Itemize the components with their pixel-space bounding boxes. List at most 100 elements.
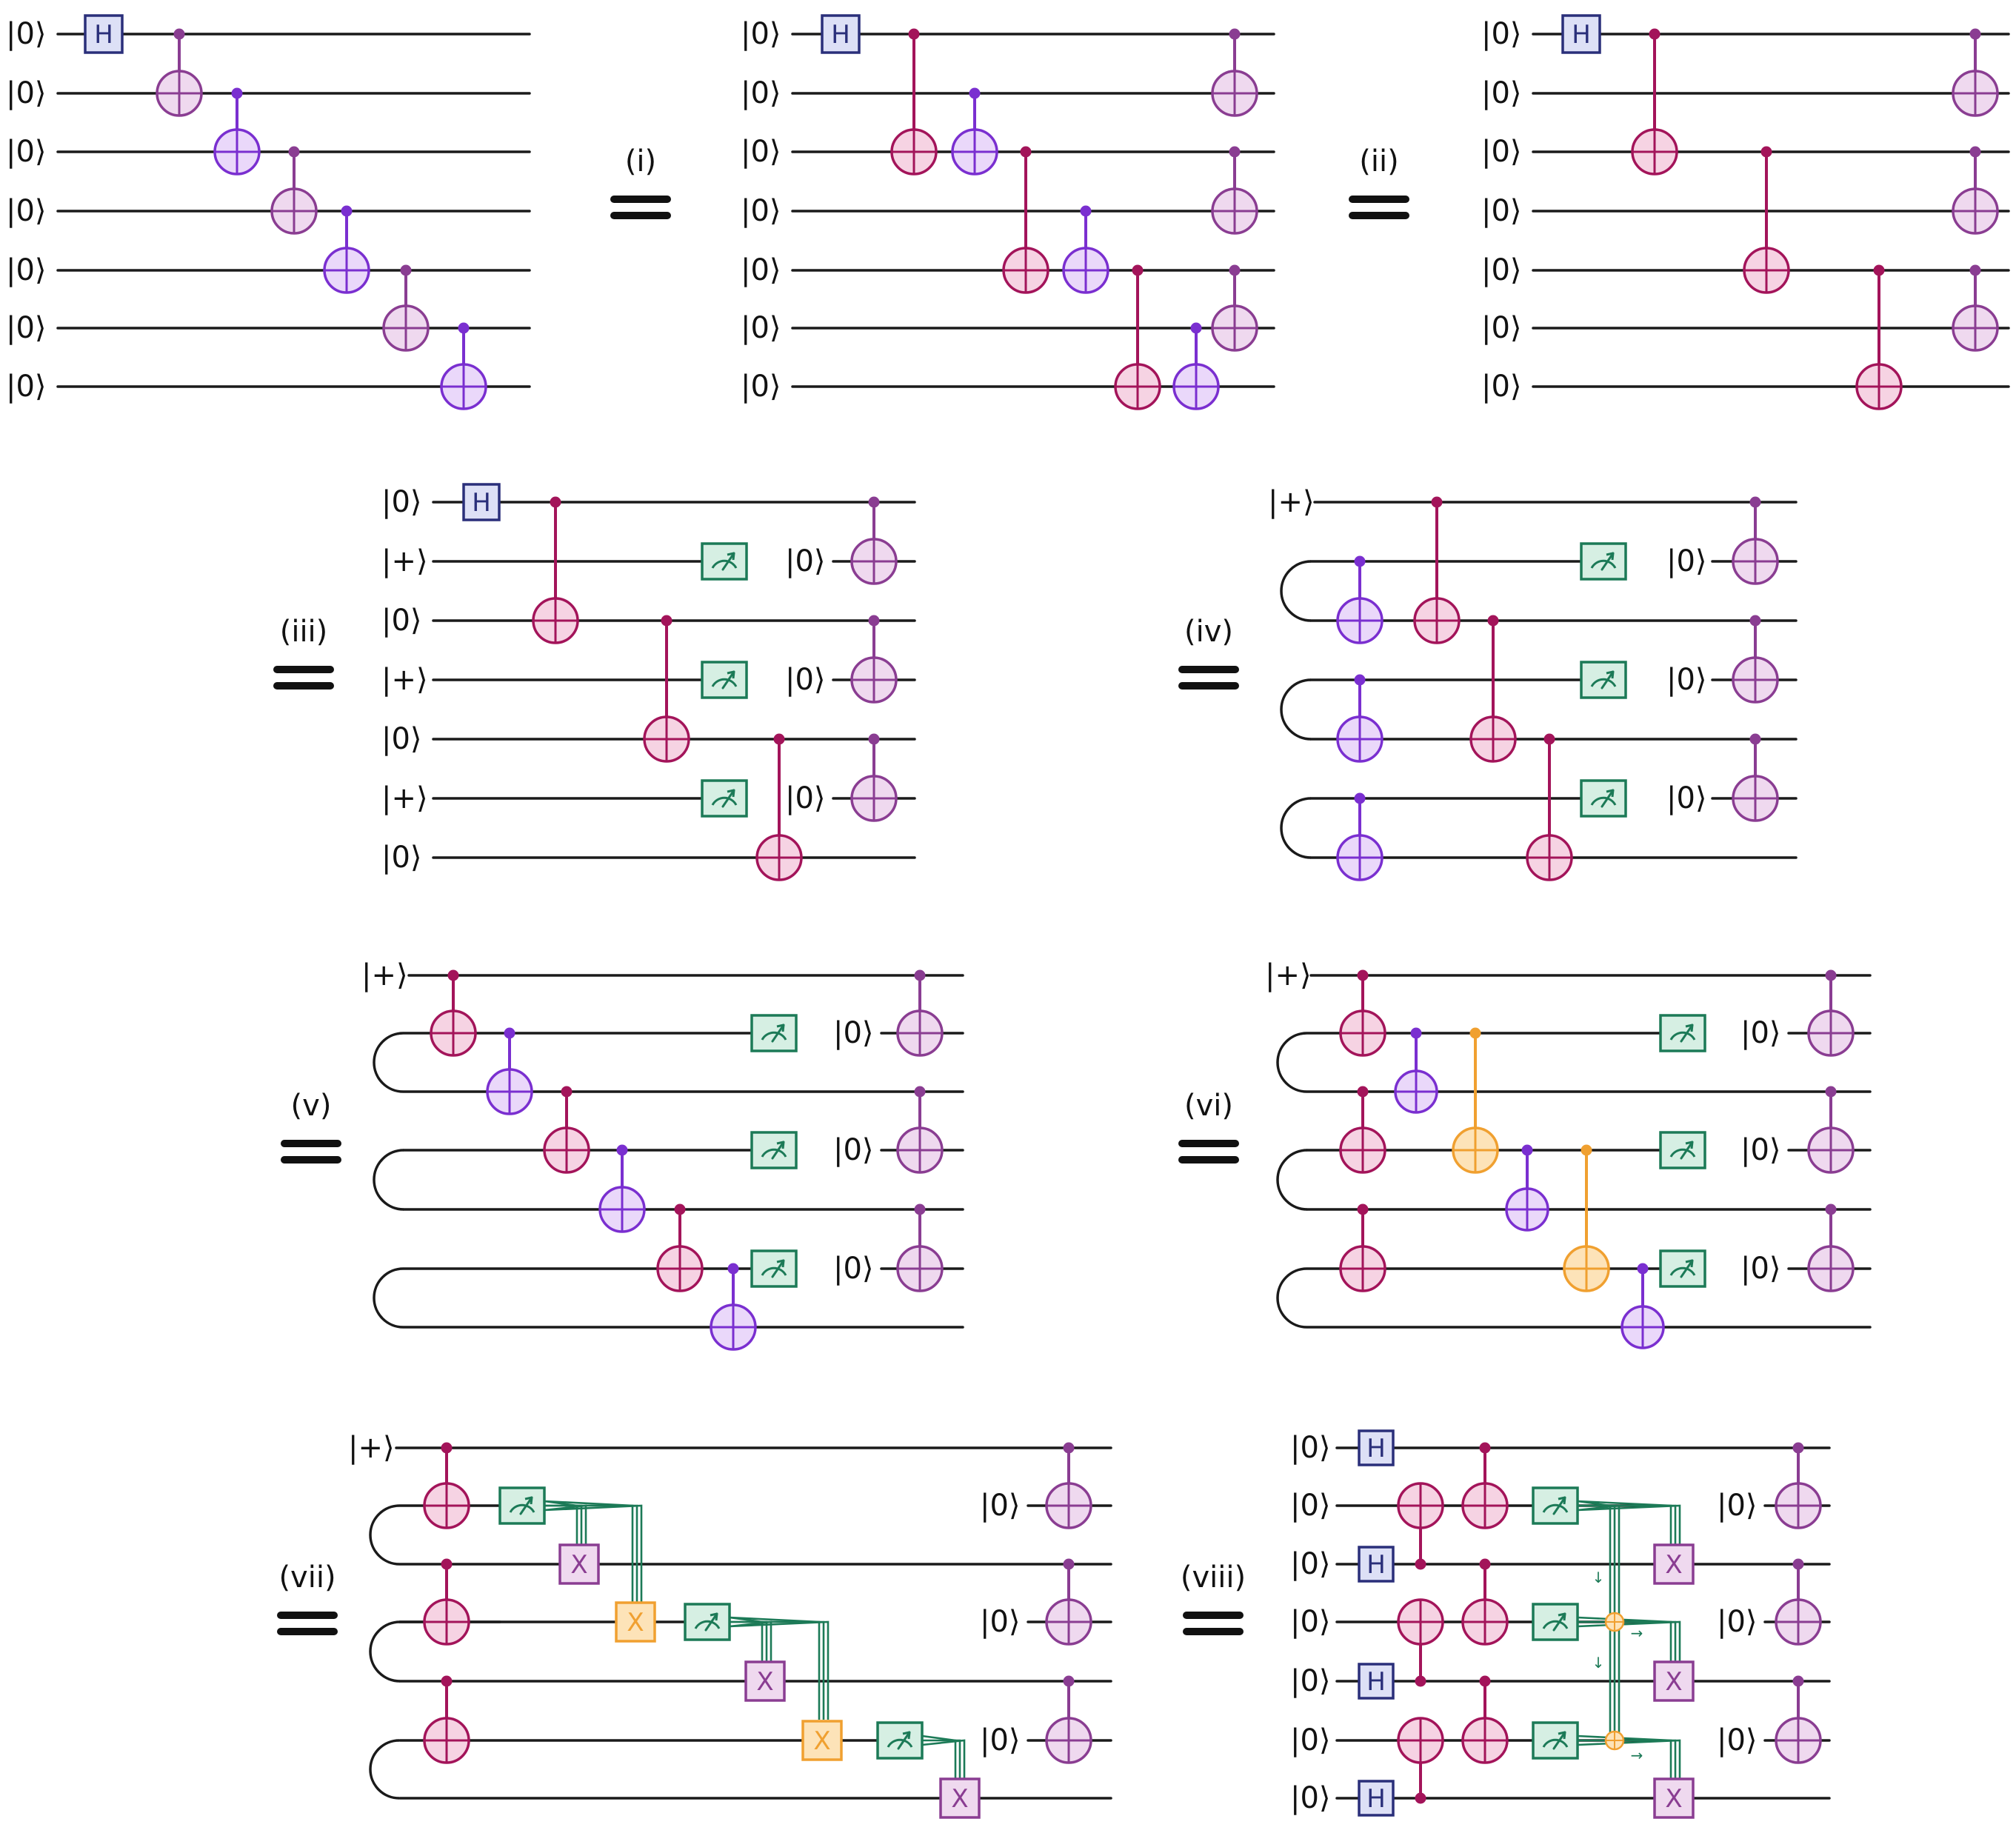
reset-ket-label: |0⟩ xyxy=(1717,1723,1758,1757)
cnot-gate xyxy=(1952,146,1999,235)
cnot-gate xyxy=(1807,1203,1855,1292)
hadamard-gate-label: H xyxy=(1572,20,1591,50)
measurement-needle xyxy=(897,1731,911,1750)
reset-ket-label: |0⟩ xyxy=(833,1016,874,1050)
cnot-gate xyxy=(1062,205,1109,294)
classical-wire xyxy=(544,1500,643,1603)
control-dot-icon xyxy=(1415,1792,1426,1804)
ket-label: |0⟩ xyxy=(1481,135,1522,169)
measurement-needle-tip xyxy=(1558,1612,1566,1621)
measurement-meter-icon xyxy=(1532,1603,1579,1641)
cnot-gate xyxy=(1397,1717,1444,1804)
bell-pair-loop xyxy=(1276,1032,1307,1093)
equation-step-label: (i) xyxy=(625,144,656,178)
pauli-x-gate-box xyxy=(744,1660,786,1702)
control-dot-icon xyxy=(1229,28,1241,40)
reset-ket-label: |0⟩ xyxy=(1717,1605,1758,1639)
ket-label: |0⟩ xyxy=(1481,311,1522,345)
bell-pair-loop xyxy=(1276,1149,1308,1211)
ket-label: |+⟩ xyxy=(1265,958,1312,992)
control-dot-icon xyxy=(1825,969,1837,981)
measurement-needle xyxy=(721,552,735,571)
control-dot-icon xyxy=(1415,1558,1426,1570)
cnot-gate xyxy=(896,1086,944,1174)
hadamard-gate-box xyxy=(821,14,861,54)
pauli-x-gate-label: X xyxy=(570,1550,587,1580)
hadamard-gate-box xyxy=(1358,1429,1395,1466)
classical-wire-strand xyxy=(544,1504,587,1544)
classical-wire-strand xyxy=(544,1504,643,1603)
measurement-needle xyxy=(771,1141,785,1160)
control-dot-icon xyxy=(1357,1086,1369,1098)
classical-wire-strand xyxy=(1578,1504,1677,1544)
control-dot-icon xyxy=(1749,615,1761,627)
reset-ket-label: |0⟩ xyxy=(785,663,826,697)
measurement-arc xyxy=(1669,1148,1696,1158)
control-dot-icon xyxy=(441,1558,453,1570)
measurement-needle-tip xyxy=(727,552,735,561)
cnot-gate xyxy=(423,1675,470,1764)
pauli-x-gate-label: X xyxy=(1665,1784,1682,1814)
cnot-gate xyxy=(1743,146,1790,294)
measurement-arc xyxy=(1590,559,1617,569)
measurement-meter-icon xyxy=(750,1131,798,1169)
ket-label: |0⟩ xyxy=(381,604,422,638)
control-dot-icon xyxy=(773,733,785,745)
measurement-box xyxy=(701,542,748,581)
ket-label: |0⟩ xyxy=(6,311,47,345)
reset-ket-label: |0⟩ xyxy=(1717,1489,1758,1523)
hadamard-gate-icon: H xyxy=(1358,1663,1395,1700)
bell-pair-loop xyxy=(373,1032,404,1093)
hadamard-gate-box xyxy=(84,14,124,54)
cnot-gate xyxy=(1114,264,1161,410)
ket-label: |0⟩ xyxy=(1481,253,1522,287)
flow-arrow-icon: ↓ xyxy=(1592,1654,1605,1672)
measurement-meter-icon xyxy=(1532,1721,1579,1760)
ket-label: |0⟩ xyxy=(1290,1605,1331,1639)
measurement-needle xyxy=(1680,1024,1694,1043)
pauli-x-gate-label: X xyxy=(1665,1667,1682,1697)
cnot-gate xyxy=(598,1144,646,1233)
cnot-gate xyxy=(1452,1027,1499,1174)
measurement-needle-tip xyxy=(776,1024,785,1032)
ket-label: |0⟩ xyxy=(741,135,781,169)
cnot-gate xyxy=(755,733,803,881)
control-dot-icon xyxy=(1479,1558,1491,1570)
hadamard-gate-label: H xyxy=(1366,1784,1386,1814)
equation-step-label: (iii) xyxy=(280,615,328,649)
ket-label: |0⟩ xyxy=(6,17,47,51)
control-dot-icon xyxy=(1063,1558,1075,1570)
classical-wire-strand xyxy=(730,1620,768,1661)
measurement-arc xyxy=(1669,1266,1696,1276)
cnot-gate xyxy=(1336,792,1384,881)
ket-label: |0⟩ xyxy=(6,194,47,228)
cnot-gate xyxy=(1563,1144,1610,1292)
control-dot-icon xyxy=(1229,146,1241,158)
pauli-x-gate-box xyxy=(801,1720,843,1761)
cnot-gate xyxy=(1505,1144,1549,1232)
ket-label: |0⟩ xyxy=(741,253,781,287)
ket-label: |+⟩ xyxy=(381,663,428,697)
reset-ket-label: |0⟩ xyxy=(980,1723,1021,1757)
measurement-arc xyxy=(694,1620,721,1629)
measurement-needle xyxy=(1680,1259,1694,1278)
pauli-x-gate-icon: X xyxy=(615,1601,656,1643)
cnot-gate xyxy=(440,322,487,410)
control-dot-icon xyxy=(1479,1675,1491,1687)
ket-label: |0⟩ xyxy=(741,76,781,110)
control-dot-icon xyxy=(1749,496,1761,508)
measurement-meter-icon xyxy=(701,661,748,699)
classical-wire-strand xyxy=(1577,1504,1681,1544)
control-dot-icon xyxy=(1469,1027,1481,1039)
reset-ket-label: |0⟩ xyxy=(785,544,826,578)
pauli-x-gate-label: X xyxy=(627,1608,644,1637)
control-dot-icon xyxy=(914,969,926,981)
bell-pair-loop xyxy=(373,1149,404,1211)
bell-pair-loop xyxy=(1280,678,1312,741)
equation-step-label: (iv) xyxy=(1184,615,1233,649)
measurement-meter-icon xyxy=(684,1603,731,1641)
ket-label: |0⟩ xyxy=(6,370,47,404)
cnot-gate xyxy=(1045,1558,1092,1646)
xor-node-icon xyxy=(1604,1730,1625,1751)
